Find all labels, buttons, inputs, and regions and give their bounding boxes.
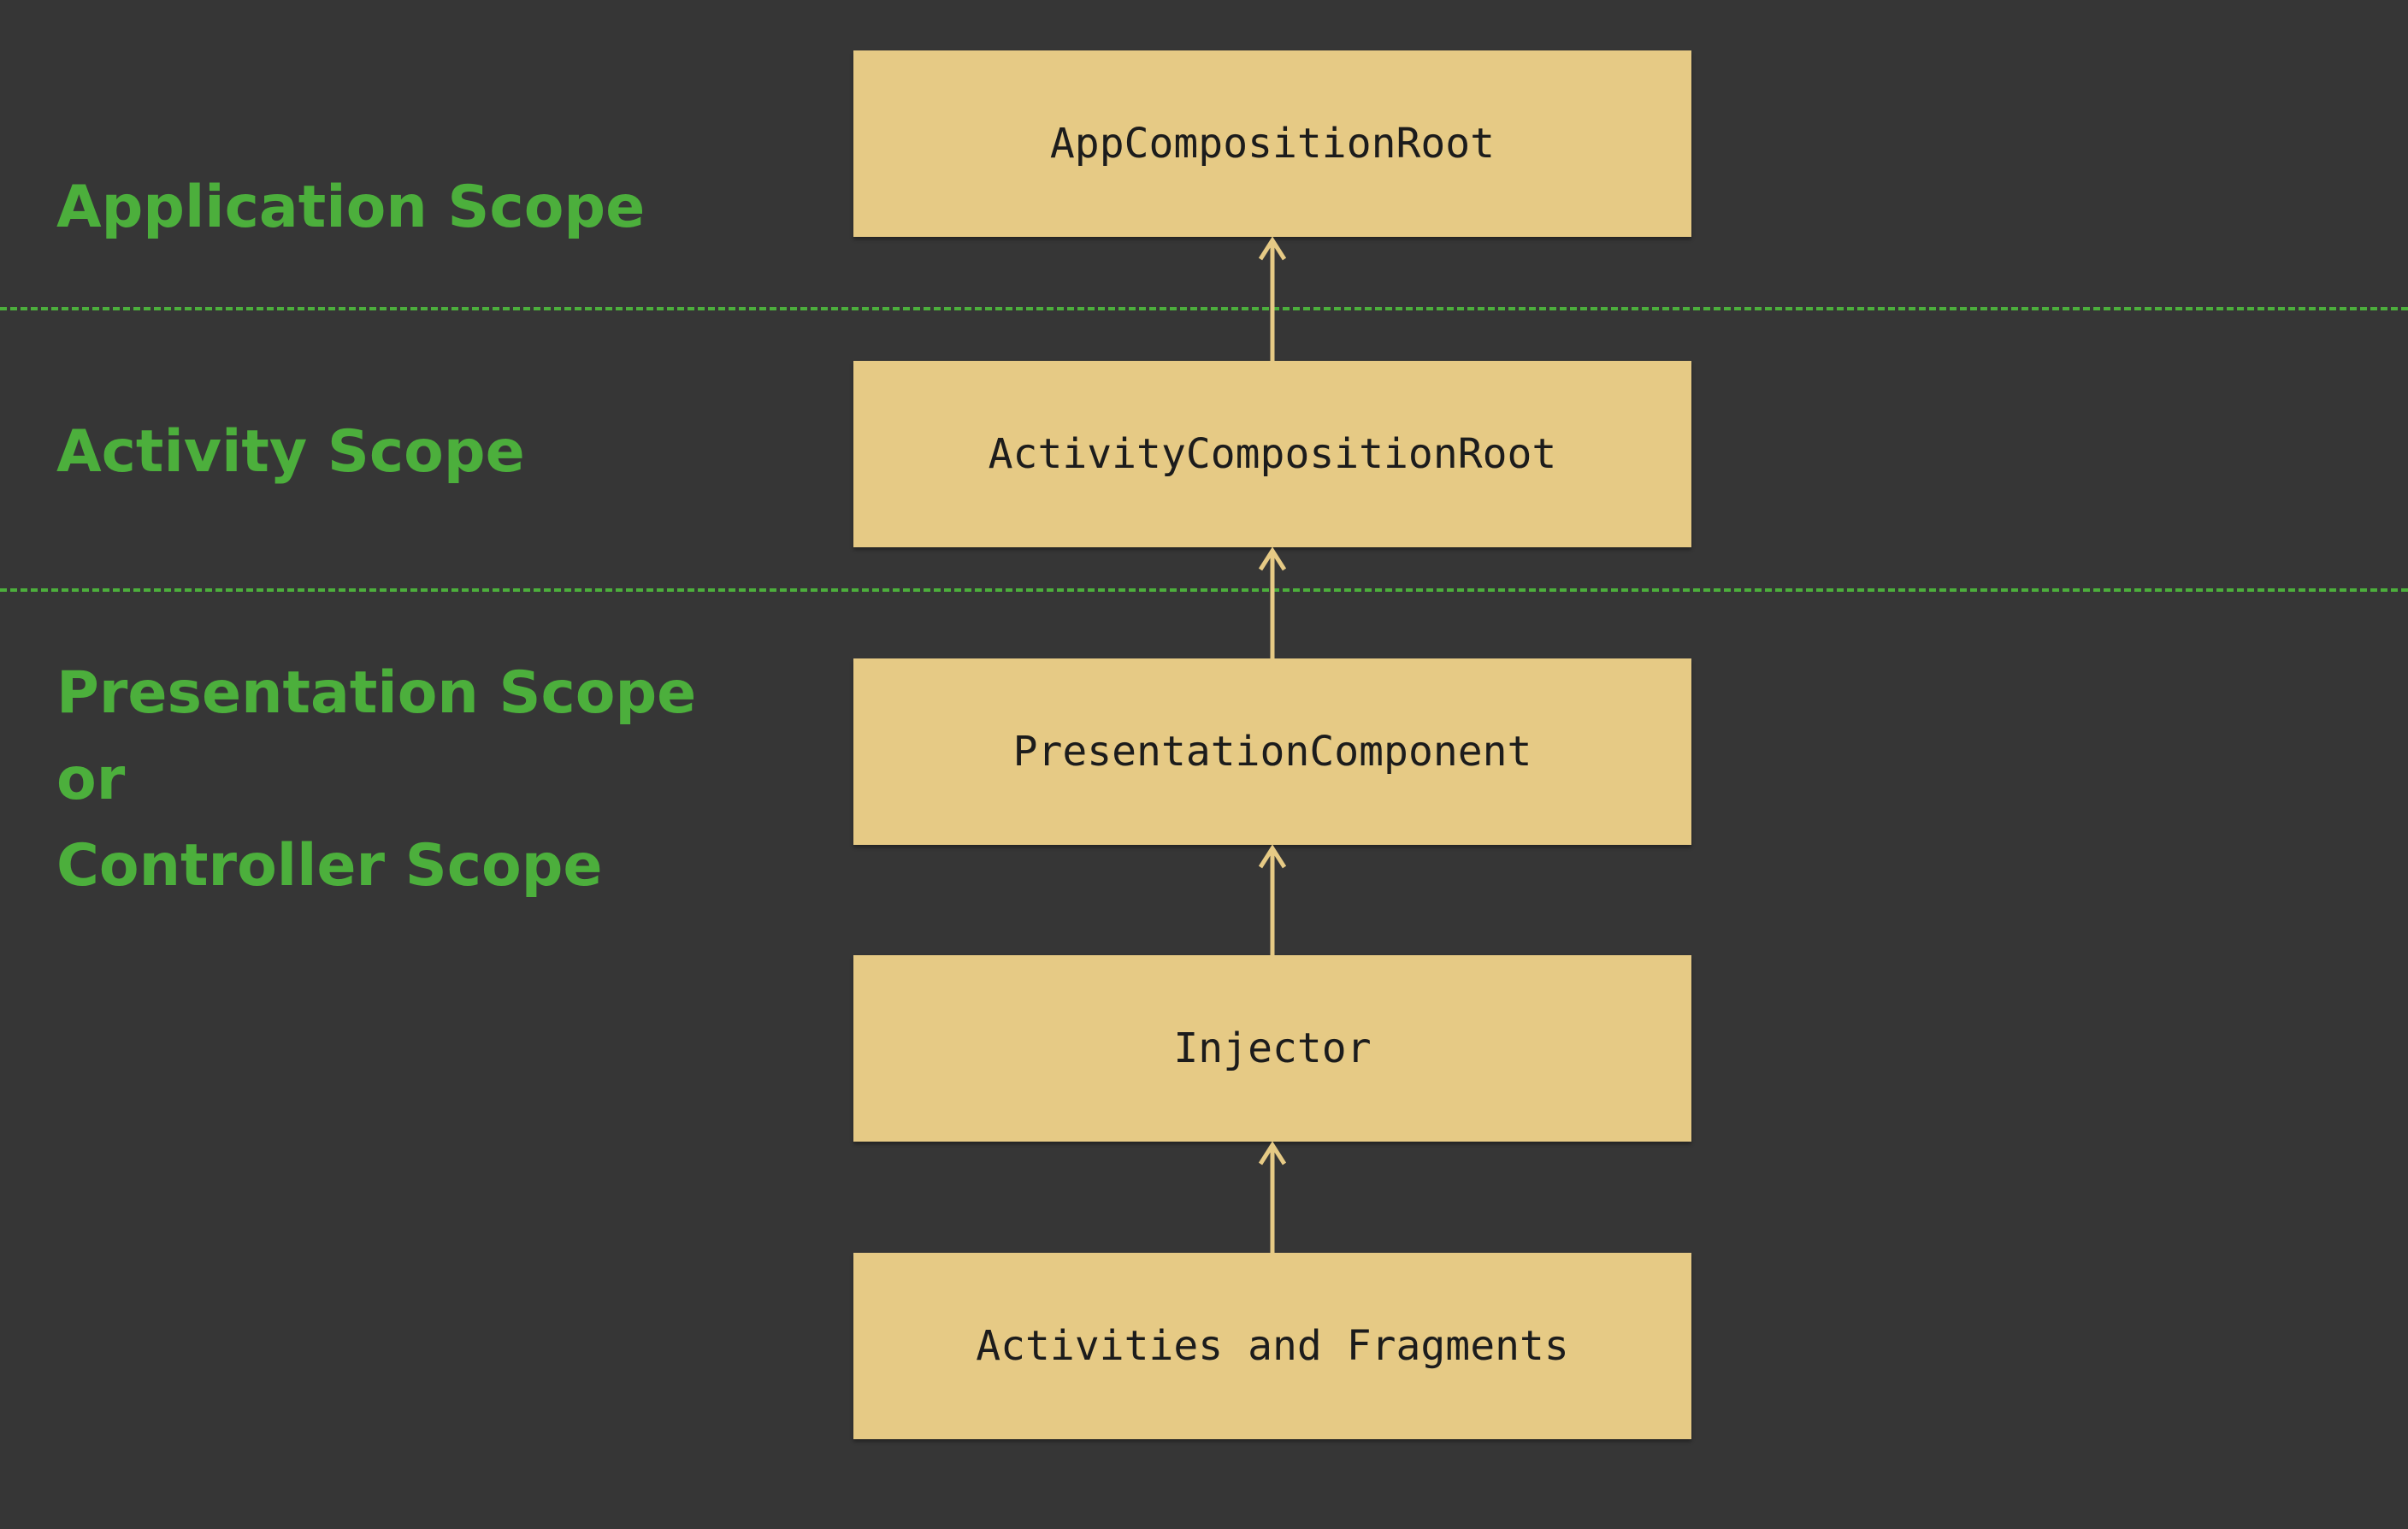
app-composition-root-label: AppCompositionRoot	[1049, 120, 1496, 168]
activity-scope-text: Activity Scope	[56, 418, 525, 486]
arrow-up-icon	[1255, 1142, 1290, 1253]
presentation-component-label: PresentationComponent	[1012, 728, 1532, 776]
arrow-up-icon	[1255, 845, 1290, 955]
activity-composition-root-box: ActivityCompositionRoot	[853, 361, 1691, 547]
activities-and-fragments-box: Activities and Fragments	[853, 1253, 1691, 1439]
activity-composition-root-label: ActivityCompositionRoot	[988, 430, 1557, 478]
app-composition-root-box: AppCompositionRoot	[853, 50, 1691, 237]
arrow-up-icon	[1255, 237, 1290, 361]
controller-scope-text: Controller Scope	[56, 832, 603, 900]
arrow-up-icon	[1255, 547, 1290, 658]
activity-scope-label: Activity Scope	[56, 409, 525, 495]
presentation-scope-text: Presentation Scope	[56, 659, 697, 727]
application-scope-text: Application Scope	[56, 174, 646, 241]
activity-presentation-divider	[0, 588, 2408, 592]
application-activity-divider	[0, 307, 2408, 310]
injector-label: Injector	[1173, 1024, 1372, 1072]
or-text: or	[56, 746, 126, 813]
activities-and-fragments-label: Activities and Fragments	[976, 1322, 1569, 1370]
presentation-component-box: PresentationComponent	[853, 658, 1691, 845]
application-scope-label: Application Scope	[56, 164, 645, 251]
presentation-scope-label: Presentation Scope or Controller Scope	[56, 650, 696, 909]
injector-box: Injector	[853, 955, 1691, 1142]
